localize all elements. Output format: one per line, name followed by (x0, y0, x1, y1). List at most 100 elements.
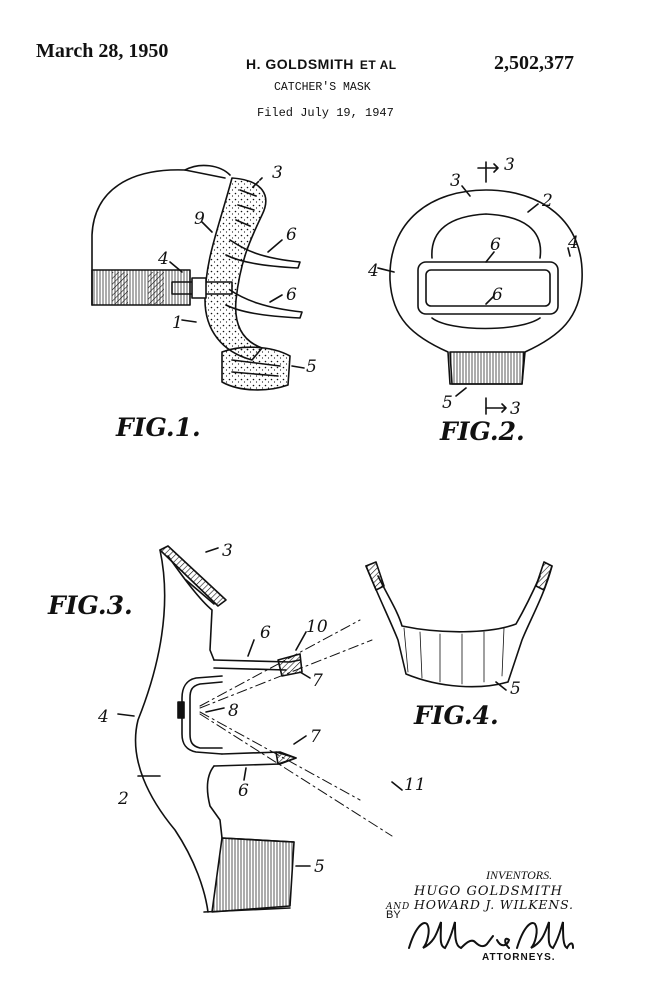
fig4-chin-guard-outline (365, 565, 553, 688)
fig1-leader-1 (181, 319, 197, 323)
fig4-leader-5 (495, 681, 507, 691)
fig1-upper-bar (225, 239, 301, 269)
fig1-helmet-outline (91, 169, 226, 306)
fig2-ref-5: 5 (442, 393, 453, 413)
fig2-ref-3-bottom: 3 (510, 399, 521, 419)
fig1-frame-stitches (235, 189, 257, 227)
fig3-label: FIG.3. (47, 591, 133, 620)
fig4-inner-rim (377, 575, 541, 633)
fig1-leader-3 (251, 177, 263, 189)
fig2-ref-4a: 4 (567, 233, 579, 253)
attorney-signature (408, 921, 574, 950)
figure-4-drawing (365, 561, 553, 691)
fig2-leader-6a (485, 251, 495, 263)
fig1-ref-6a: 6 (286, 225, 297, 245)
fig3-leader-6b (243, 767, 247, 781)
figure-4-refs: 5 (510, 679, 521, 699)
fig3-chin-base (203, 907, 291, 913)
fig3-window-clip (177, 701, 185, 719)
and-label: AND (386, 902, 410, 912)
fig1-helmet-band (91, 269, 191, 306)
fig3-sight-line-lower (199, 713, 393, 837)
inventor-2: AND HOWARD J. WILKENS. (386, 897, 574, 912)
fig1-band-pad (112, 272, 128, 304)
fig3-lower-tip (275, 751, 297, 765)
fig1-lower-bar (225, 289, 303, 319)
fig2-leader-6b (485, 295, 495, 305)
fig1-ref-1: 1 (172, 313, 183, 333)
fig2-upper-arch (431, 213, 542, 259)
fig1-leader-4 (169, 261, 183, 273)
fig3-ref-4: 4 (97, 707, 109, 727)
inventors-block: INVENTORS. HUGO GOLDSMITH AND HOWARD J. W… (378, 868, 648, 968)
fig1-chin-guard (221, 346, 291, 391)
fig3-ref-6a: 6 (260, 623, 271, 643)
fig1-leader-9 (201, 221, 213, 233)
fig3-ref-6b: 6 (238, 781, 249, 801)
fig1-chin-guard-lines (231, 359, 281, 377)
figure-2-refs: 3 3 2 6 4 4 6 5 3 (367, 155, 579, 419)
fig4-ref-5: 5 (510, 679, 521, 699)
fig2-section-arrow-top (477, 163, 499, 173)
fig2-leader-4a (567, 247, 571, 257)
fig3-top-pad (159, 545, 227, 607)
fig2-ref-6a: 6 (490, 235, 501, 255)
fig2-ref-3-top: 3 (504, 155, 515, 175)
fig3-leader-7a (299, 671, 311, 679)
fig2-section-arrow-bottom (485, 403, 507, 413)
figure-3-drawing (117, 545, 403, 913)
inventors-label: INVENTORS. (486, 868, 553, 882)
fig2-ref-2: 2 (541, 191, 553, 211)
fig1-leader-6a (267, 239, 283, 253)
attorneys-label: ATTORNEYS. (482, 952, 556, 963)
fig3-outer-profile (134, 549, 209, 913)
patent-title: CATCHER'S MASK (274, 81, 371, 94)
fig3-ref-3: 3 (222, 541, 233, 561)
fig1-buckle (191, 277, 207, 299)
fig2-leader-5 (455, 387, 467, 397)
patent-number: 2,502,377 (494, 52, 574, 74)
filed-date: Filed July 19, 1947 (257, 106, 394, 120)
fig2-leader-2 (527, 203, 539, 213)
inventor-1: HUGO GOLDSMITH (414, 884, 563, 899)
fig3-ref-7b: 7 (310, 727, 321, 747)
fig2-label: FIG.2. (439, 417, 525, 446)
fig3-leader-4 (117, 713, 135, 717)
fig3-leader-11 (391, 781, 403, 791)
fig4-right-edge (535, 561, 553, 591)
fig3-chin-guard (211, 837, 295, 913)
fig3-leader-8 (205, 707, 225, 713)
fig1-ref-6b: 6 (286, 285, 297, 305)
fig2-ref-6b: 6 (492, 285, 503, 305)
figure-1-refs: 3 9 6 4 6 1 5 (157, 163, 317, 377)
figure-3-refs: 3 6 10 7 4 8 7 2 6 11 5 (97, 541, 426, 877)
fig2-ref-4b: 4 (367, 261, 379, 281)
fig3-sight-line-lower-2 (199, 711, 361, 801)
fig2-eye-window (417, 261, 559, 315)
fig2-leader-3 (461, 185, 471, 197)
fig2-inner-window (425, 269, 551, 307)
fig3-leader-7b (293, 735, 307, 745)
fig3-ref-5: 5 (314, 857, 325, 877)
fig1-ref-9: 9 (194, 209, 205, 229)
fig1-side-strap (171, 281, 233, 295)
fig3-forehead-shade (185, 579, 215, 605)
fig1-label: FIG.1. (115, 413, 201, 442)
fig3-sight-line-upper (199, 619, 361, 707)
fig4-shading (403, 627, 505, 685)
fig1-mask-frame (204, 177, 267, 361)
fig2-leader-4b (377, 267, 395, 273)
fig1-band-pad-2 (148, 272, 164, 304)
fig3-forehead-inner (167, 555, 215, 661)
fig2-chin-guard (449, 351, 525, 385)
inventor-name-text: H. GOLDSMITH (246, 56, 354, 72)
fig1-top-strap (184, 164, 231, 176)
fig3-sight-line-upper-2 (199, 639, 373, 709)
inventor-2-name: HOWARD J. WILKENS. (414, 897, 574, 912)
fig1-leader-5 (291, 365, 305, 369)
fig3-leader-3 (205, 547, 219, 553)
fig4-left-edge (365, 561, 385, 591)
fig3-ref-2: 2 (117, 789, 129, 809)
fig3-window-inner (189, 681, 223, 749)
